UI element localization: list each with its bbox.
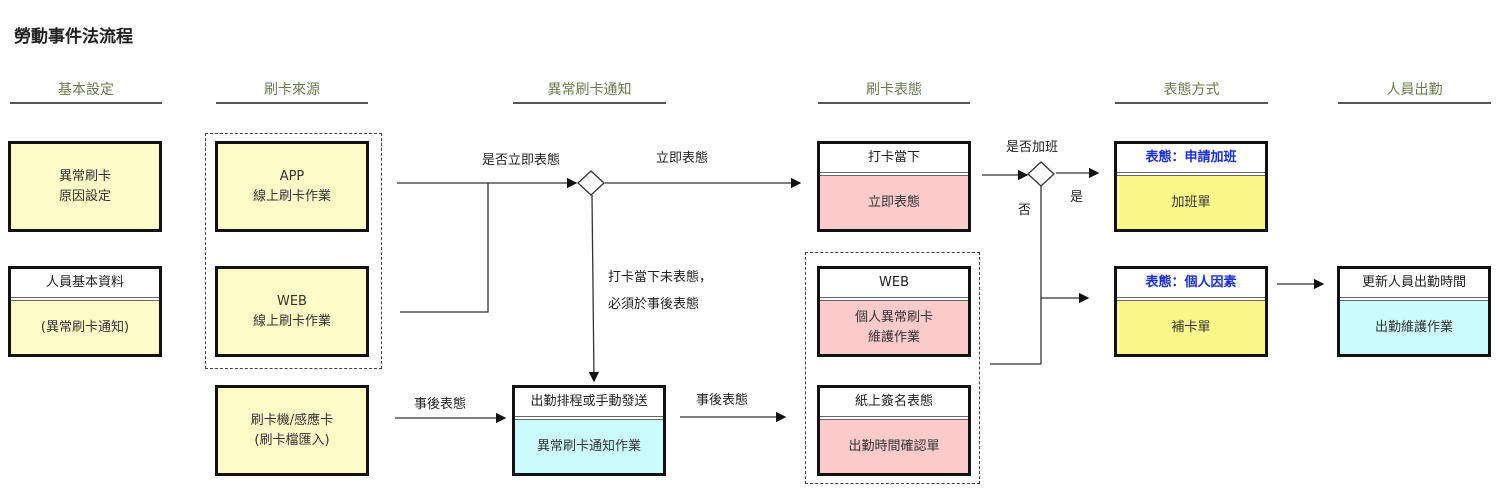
column-header-punch-statement: 刷卡表態 xyxy=(818,80,970,104)
decision-immediate-diamond xyxy=(577,170,605,196)
column-header-punch-source: 刷卡來源 xyxy=(216,80,368,104)
box-header: 表態：個人因素 xyxy=(1117,269,1265,301)
box-app-online-punch[interactable]: APP 線上刷卡作業 xyxy=(215,141,369,232)
line-web-out xyxy=(400,183,489,313)
box-punch-machine[interactable]: 刷卡機/感應卡 (刷卡檔匯入) xyxy=(215,385,369,476)
box-header: 更新人員出勤時間 xyxy=(1340,269,1488,301)
decision-overtime-diamond xyxy=(1027,161,1055,187)
statement-group xyxy=(805,252,980,484)
box-overtime-application[interactable]: 表態：申請加班 加班單 xyxy=(1114,141,1268,232)
box-abnormal-reason-settings[interactable]: 異常刷卡 原因設定 xyxy=(8,141,162,232)
box-personal-reason[interactable]: 表態：個人因素 補卡單 xyxy=(1114,266,1268,357)
label-after-statement-1: 事後表態 xyxy=(414,397,467,412)
label-immediate-question: 是否立即表態 xyxy=(482,153,561,168)
box-attendance-maintenance[interactable]: 更新人員出勤時間 出勤維護作業 xyxy=(1337,266,1491,357)
box-header: 紙上簽名表態 xyxy=(820,388,968,420)
box-web-online-punch[interactable]: WEB 線上刷卡作業 xyxy=(215,266,369,357)
box-punch-immediate[interactable]: 打卡當下 立即表態 xyxy=(817,141,971,232)
label-not-immediate-2: 必須於事後表態 xyxy=(608,297,700,312)
column-header-attendance: 人員出勤 xyxy=(1338,80,1491,104)
punch-source-group xyxy=(205,133,382,369)
label-after-statement-2: 事後表態 xyxy=(696,393,749,408)
label-no: 否 xyxy=(1018,203,1032,218)
column-header-abnormal-notify: 異常刷卡通知 xyxy=(513,80,666,104)
label-immediate: 立即表態 xyxy=(656,151,709,166)
box-header: 人員基本資料 xyxy=(11,269,159,301)
line-not-immediate xyxy=(588,194,600,383)
box-abnormal-notify-job[interactable]: 出勤排程或手動發送 異常刷卡通知作業 xyxy=(512,385,666,476)
column-header-statement-method: 表態方式 xyxy=(1115,80,1268,104)
column-header-basic-settings: 基本設定 xyxy=(10,80,162,104)
box-web-abnormal-maintenance[interactable]: WEB 個人異常刷卡 維護作業 xyxy=(817,266,971,357)
box-header: 出勤排程或手動發送 xyxy=(515,388,663,420)
label-not-immediate-1: 打卡當下未表態， xyxy=(608,270,713,285)
box-header: 打卡當下 xyxy=(820,144,968,176)
page-title: 勞動事件法流程 xyxy=(14,27,133,47)
label-overtime-question: 是否加班 xyxy=(1006,140,1059,155)
label-yes: 是 xyxy=(1070,190,1084,205)
box-paper-signature[interactable]: 紙上簽名表態 出勤時間確認單 xyxy=(817,385,971,476)
box-header: WEB xyxy=(820,269,968,301)
box-header: 表態：申請加班 xyxy=(1117,144,1265,176)
box-personnel-basic-data[interactable]: 人員基本資料 (異常刷卡通知) xyxy=(8,266,162,357)
